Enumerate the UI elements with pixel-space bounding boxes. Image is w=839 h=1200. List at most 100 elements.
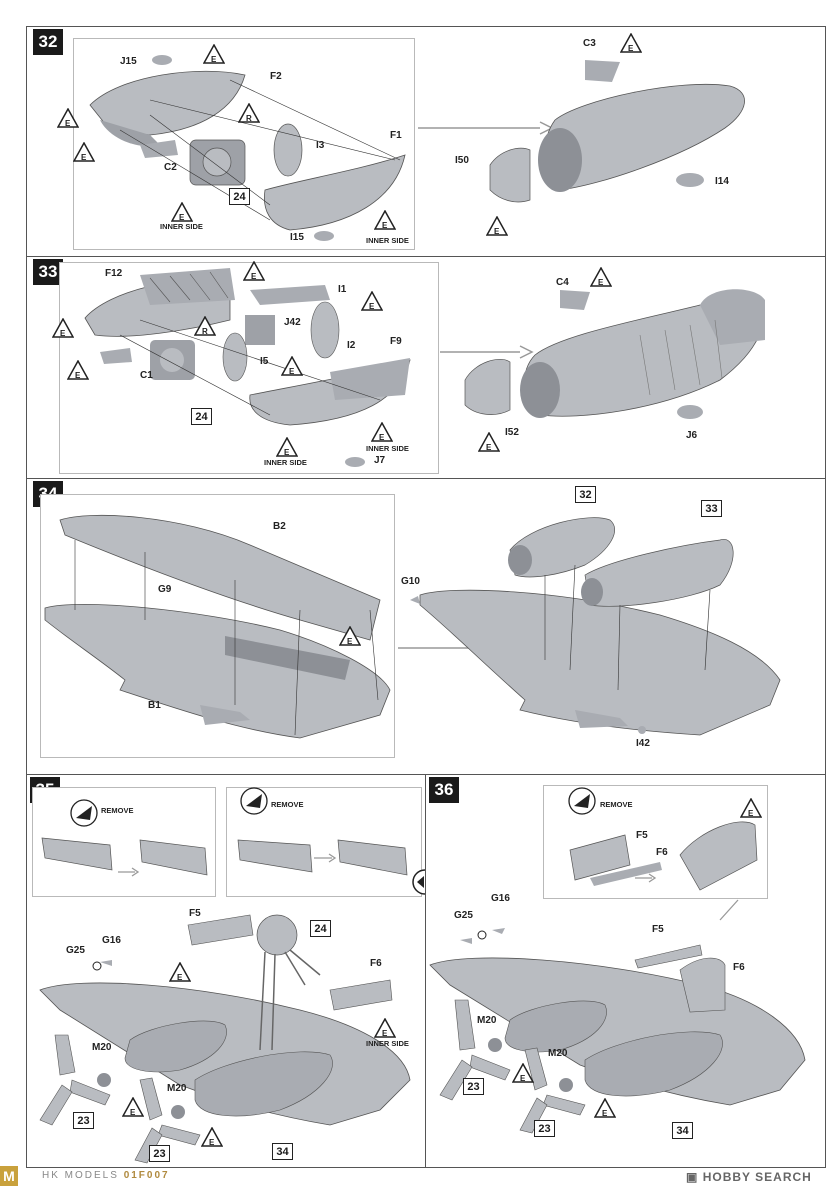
inner-side-note: INNER SIDE (366, 236, 409, 245)
glue-e-letter: E (379, 433, 385, 442)
subassembly-ref-33: 33 (701, 500, 722, 517)
part-g16-label: G16 (102, 935, 121, 946)
glue-e-icon (73, 142, 95, 162)
glue-e-letter: E (65, 119, 71, 128)
part-m20-label: M20 (92, 1042, 112, 1053)
glue-e-icon (740, 798, 762, 818)
subassembly-ref-23: 23 (534, 1120, 555, 1137)
glue-e-letter: E (284, 448, 290, 457)
subassembly-ref-34: 34 (272, 1143, 293, 1160)
subassembly-ref-24: 24 (310, 920, 331, 937)
part-i42-label: I42 (636, 738, 650, 749)
glue-e-icon (478, 432, 500, 452)
step-33-number: 33 (33, 259, 63, 285)
glue-e-letter: E (602, 1109, 608, 1118)
remove-note: REMOVE (101, 806, 134, 815)
part-b2-label: B2 (273, 521, 286, 532)
part-f12-label: F12 (105, 268, 123, 279)
glue-e-icon (243, 261, 265, 281)
part-c2-label: C2 (164, 162, 177, 173)
subassembly-ref-23: 23 (463, 1078, 484, 1095)
part-j7-label: J7 (374, 455, 386, 466)
subassembly-ref-24: 24 (229, 188, 250, 205)
glue-e-letter: E (628, 44, 634, 53)
glue-e-icon (590, 267, 612, 287)
brand-name: HK MODELS (42, 1170, 119, 1181)
subassembly-ref-23: 23 (73, 1112, 94, 1129)
subassembly-ref-32: 32 (575, 486, 596, 503)
glue-e-icon (512, 1063, 534, 1083)
part-c1-label: C1 (140, 370, 153, 381)
glue-e-letter: E (369, 302, 375, 311)
part-g16-label: G16 (491, 893, 510, 904)
part-i14-label: I14 (715, 176, 729, 187)
step-32-subassembly-frame (73, 38, 415, 250)
glue-e-letter: E (382, 1029, 388, 1038)
glue-e-letter: E (598, 278, 604, 287)
hobby-search-watermark: ▣ HOBBY SEARCH (686, 1170, 812, 1184)
part-f5-label: F5 (652, 924, 664, 935)
part-g10-label: G10 (401, 576, 420, 587)
part-g25-label: G25 (454, 910, 473, 921)
inner-side-note: INNER SIDE (366, 444, 409, 453)
glue-e-icon (67, 360, 89, 380)
part-i15-label: I15 (290, 232, 304, 243)
glue-e-letter: E (382, 221, 388, 230)
glue-e-letter: E (289, 367, 295, 376)
part-f6-label: F6 (370, 958, 382, 969)
glue-e-letter: E (130, 1108, 136, 1117)
glue-e-icon (281, 356, 303, 376)
glue-e-icon (374, 1018, 396, 1038)
glue-e-letter: E (251, 272, 257, 281)
part-i5-label: I5 (260, 356, 269, 367)
glue-e-letter: E (211, 55, 217, 64)
part-g9-label: G9 (158, 584, 172, 595)
part-f5-label: F5 (189, 908, 201, 919)
part-b1-label: B1 (148, 700, 161, 711)
hk-models-logo: M (0, 1166, 18, 1186)
glue-e-icon (361, 291, 383, 311)
part-j15-label: J15 (120, 56, 137, 67)
glue-e-icon (486, 216, 508, 236)
glue-e-icon (339, 626, 361, 646)
glue-e-letter: E (494, 227, 500, 236)
camera-icon: ▣ (686, 1170, 699, 1184)
footer-brand: HK MODELS 01F007 (42, 1170, 170, 1181)
part-j42-label: J42 (284, 317, 301, 328)
watermark-text: HOBBY SEARCH (702, 1170, 812, 1184)
glue-e-icon (169, 962, 191, 982)
glue-e-letter: E (209, 1138, 215, 1147)
glue-e-letter: E (179, 213, 185, 222)
part-m20-label: M20 (477, 1015, 497, 1026)
glue-r-icon (194, 316, 216, 336)
part-m20-label: M20 (548, 1048, 568, 1059)
remove-note: REMOVE (600, 800, 633, 809)
part-f9-label: F9 (390, 336, 402, 347)
step-36-number: 36 (429, 777, 459, 803)
part-f1-label: F1 (390, 130, 402, 141)
part-i2-label: I2 (347, 340, 356, 351)
part-i1-label: I1 (338, 284, 347, 295)
glue-e-icon (201, 1127, 223, 1147)
glue-e-letter: E (60, 329, 66, 338)
glue-e-letter: E (177, 973, 183, 982)
glue-e-icon (203, 44, 225, 64)
step-32-number: 32 (33, 29, 63, 55)
inner-side-note: INNER SIDE (264, 458, 307, 467)
glue-e-icon (57, 108, 79, 128)
glue-e-letter: E (81, 153, 87, 162)
part-j6-label: J6 (686, 430, 698, 441)
part-f6-label: F6 (656, 847, 668, 858)
glue-e-icon (594, 1098, 616, 1118)
part-i3-label: I3 (316, 140, 325, 151)
glue-e-letter: E (347, 637, 353, 646)
inner-side-note: INNER SIDE (366, 1039, 409, 1048)
remove-note: REMOVE (271, 800, 304, 809)
glue-e-icon (52, 318, 74, 338)
part-f6-label: F6 (733, 962, 745, 973)
part-f2-label: F2 (270, 71, 282, 82)
part-i50-label: I50 (455, 155, 469, 166)
